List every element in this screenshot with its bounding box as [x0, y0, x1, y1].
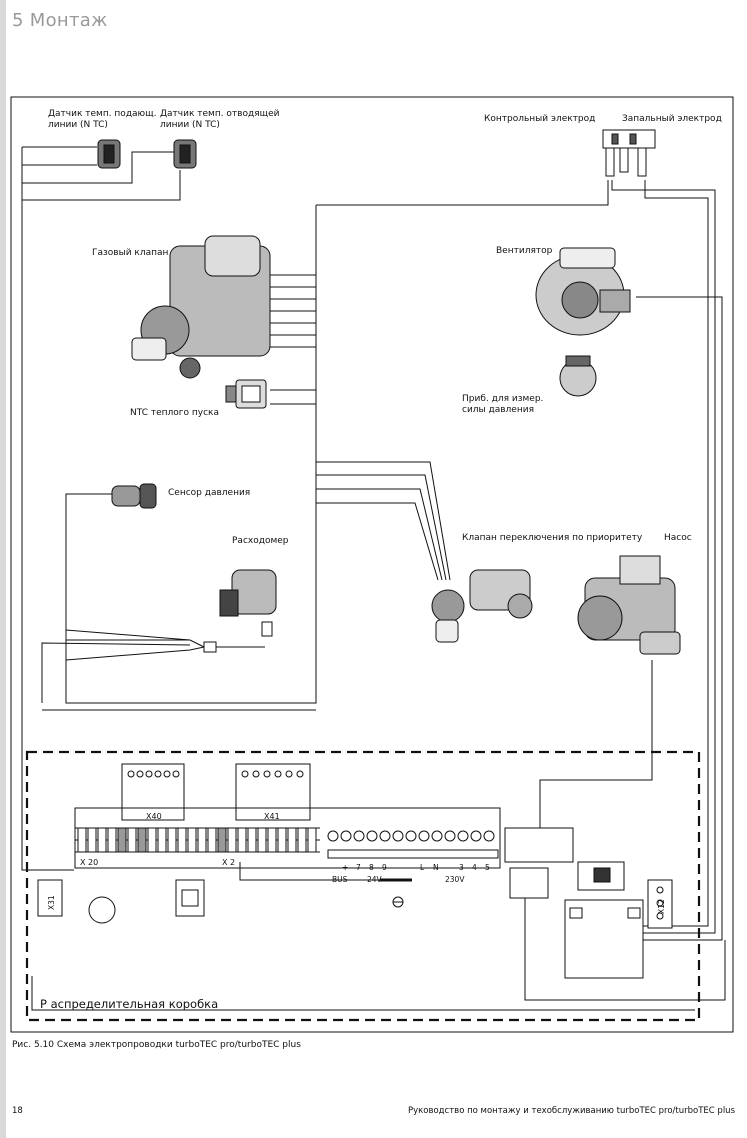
ignition-electrode-label: Запальный электрод	[622, 114, 722, 124]
pressure-device-shape	[559, 355, 597, 397]
x12-label: X12	[657, 899, 666, 914]
terminal-mark-l: L	[420, 863, 425, 872]
section-title: 5 Монтаж	[12, 10, 108, 31]
priority-valve-shape	[431, 569, 533, 643]
page-edge-shade	[0, 0, 6, 1138]
figure-caption: Рис. 5.10 Схема электропроводки turboTEC…	[12, 1040, 301, 1050]
pressure-device-label-line2: силы давления	[462, 405, 534, 415]
lower-connector	[509, 867, 549, 899]
fan-label: Вентилятор	[496, 246, 553, 256]
pressure-device-label: Приб. для измер. силы давления	[462, 394, 543, 416]
pump-shape	[577, 555, 681, 655]
ground-symbol	[380, 878, 412, 908]
gas-valve-shape	[131, 235, 271, 379]
terminal-mark-4: 4	[472, 863, 477, 872]
electrode-block	[602, 129, 656, 149]
terminal-block	[327, 830, 499, 859]
terminal-mark-9: 9	[382, 863, 387, 872]
pcb-outline	[74, 807, 501, 869]
x40-label: X40	[146, 812, 162, 821]
fan-shape	[535, 247, 631, 336]
return-sensor-label: Датчик темп. отводящей линии (N TC)	[160, 109, 280, 131]
bus-label: BUS	[332, 875, 348, 884]
pressure-device-label-line1: Приб. для измер.	[462, 394, 544, 404]
terminal-mark-n: N	[433, 863, 439, 872]
terminal-mark-minus: –	[329, 863, 333, 872]
priority-valve-label: Клапан переключения по приоритету	[462, 533, 643, 543]
warm-start-ntc-label: NTC теплого пуска	[130, 408, 219, 418]
x31-connector	[37, 879, 63, 917]
warm-start-ntc-shape	[225, 379, 267, 409]
page-number: 18	[12, 1106, 23, 1116]
flowmeter-label: Расходомер	[232, 536, 289, 546]
supply-sensor-label-line1: Датчик темп. подающ.	[48, 109, 157, 119]
gas-valve-label: Газовый клапан	[92, 248, 169, 258]
control-electrode-label: Контрольный электрод	[484, 114, 596, 124]
return-sensor-label-line1: Датчик темп. отводящей	[160, 109, 280, 119]
terminal-mark-3: 3	[459, 863, 464, 872]
terminal-mark-5: 5	[485, 863, 490, 872]
pump-label: Насос	[664, 533, 692, 543]
distribution-box-outline	[25, 750, 701, 1022]
terminal-mark-7: 7	[356, 863, 361, 872]
x31-label: X31	[47, 895, 56, 910]
manual-title: Руководство по монтажу и техобслуживанию…	[407, 1106, 735, 1116]
return-sensor-label-line2: линии (N TC)	[160, 120, 220, 130]
230v-label: 230V	[445, 875, 465, 884]
round-component	[88, 896, 116, 924]
x20-x2-pin-row	[77, 827, 317, 853]
pump-connector	[504, 827, 574, 863]
terminal-mark-plus: +	[342, 863, 349, 872]
24v-label: 24V	[367, 875, 382, 884]
distribution-box-label: Р аспределительная коробка	[40, 997, 219, 1011]
supply-sensor-label: Датчик темп. подающ. линии (N TC)	[48, 109, 156, 131]
diagram-frame	[10, 96, 734, 1033]
pressure-sensor-shape	[111, 483, 157, 509]
terminal-mark-8: 8	[369, 863, 374, 872]
x20-label: X 20	[80, 858, 99, 867]
supply-sensor-label-line2: линии (N TC)	[48, 120, 108, 130]
x41-label: X41	[264, 812, 280, 821]
pressure-sensor-label: Сенсор давления	[168, 488, 251, 498]
flowmeter-shape	[203, 569, 277, 653]
x2-label: X 2	[222, 858, 236, 867]
